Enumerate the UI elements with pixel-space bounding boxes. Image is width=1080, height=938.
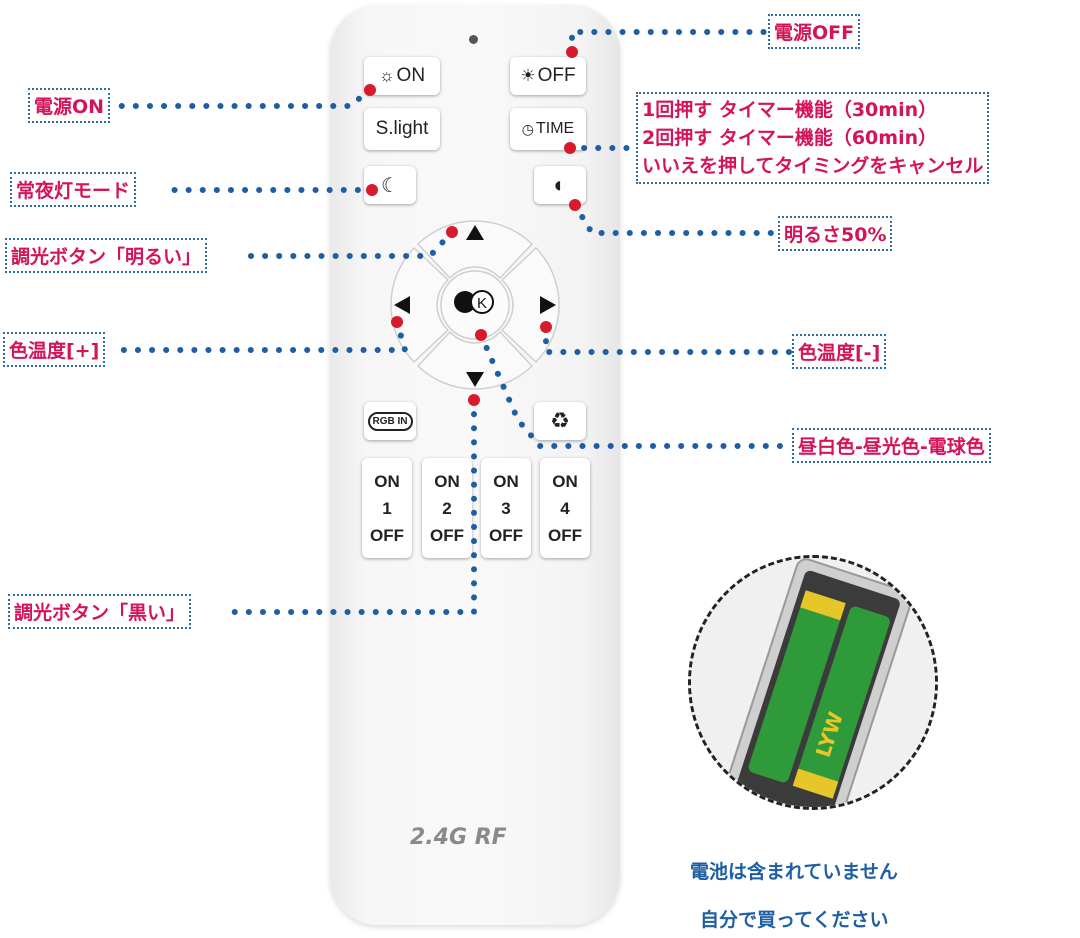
callout-night-light: 常夜灯モード — [10, 172, 137, 207]
channel-2-num: 2 — [442, 498, 452, 518]
marker-night-light — [366, 184, 378, 196]
channel-1-on: ON — [374, 471, 400, 491]
channel-1-num: 1 — [382, 498, 392, 518]
callout-timer-line-2: 2回押す タイマー機能（60min） — [642, 127, 938, 149]
channel-3-on: ON — [493, 471, 519, 491]
line-dim-dark — [225, 397, 477, 615]
line-color-temp-minus — [543, 324, 795, 355]
channel-1-off: OFF — [370, 525, 404, 545]
battery-compartment-zoom: LYW — [688, 555, 938, 810]
right-arrow-icon — [540, 296, 556, 314]
up-arrow-icon — [466, 225, 484, 240]
half-sun-icon: ◐ — [553, 172, 567, 197]
line-power-on — [115, 87, 373, 109]
channel-3-off: OFF — [489, 525, 523, 545]
off-button[interactable]: ☀ OFF — [510, 57, 586, 95]
channel-4-on: ON — [552, 471, 578, 491]
line-color-cycle — [478, 332, 795, 449]
callout-dim-dark: 調光ボタン「黒い」 — [8, 594, 192, 629]
channel-1-button[interactable]: ON 1 OFF — [362, 458, 412, 558]
marker-dim-bright — [446, 226, 458, 238]
callout-color-cycle: 昼白色-昼光色-電球色 — [792, 428, 991, 463]
marker-dim-dark — [468, 394, 480, 406]
channel-2-on: ON — [434, 471, 460, 491]
timer-button[interactable]: ◷ TIME — [510, 108, 586, 150]
channel-2-off: OFF — [430, 525, 464, 545]
callout-dim-bright: 調光ボタン「明るい」 — [5, 238, 208, 273]
moon-star-icon: ☾ — [381, 174, 399, 197]
clock-icon: ◷ — [521, 120, 534, 137]
callout-color-temp-minus: 色温度[-] — [792, 334, 887, 369]
battery-note-line-2: 自分で買ってください — [700, 909, 889, 931]
line-power-off — [569, 29, 771, 55]
callout-color-temp-plus: 色温度[+] — [3, 332, 106, 367]
dpad-down-button[interactable] — [416, 330, 534, 390]
dpad-left-button[interactable] — [390, 246, 450, 364]
dpad: K — [390, 220, 560, 390]
battery-left — [748, 591, 845, 783]
recycle-icon: ♻ — [550, 408, 570, 433]
callout-power-off: 電源OFF — [768, 14, 861, 49]
channel-4-button[interactable]: ON 4 OFF — [540, 458, 590, 558]
channel-4-num: 4 — [560, 498, 570, 518]
down-arrow-icon — [466, 372, 484, 387]
remote-brand-label: 2.4G RF — [410, 825, 507, 850]
marker-color-temp-plus — [391, 316, 403, 328]
marker-brightness-50 — [569, 199, 581, 211]
channel-3-num: 3 — [501, 498, 511, 518]
k-filled-circle-icon — [454, 291, 476, 313]
marker-color-temp-minus — [540, 321, 552, 333]
channel-2-button[interactable]: ON 2 OFF — [422, 458, 472, 558]
left-arrow-icon — [394, 296, 410, 314]
battery-right — [794, 606, 890, 798]
slight-button[interactable]: S.light — [364, 108, 440, 150]
sun-outline-icon: ☼ — [378, 66, 395, 85]
callout-timer-line-1: 1回押す タイマー機能（30min） — [642, 99, 938, 121]
line-color-temp-plus — [118, 319, 409, 353]
callout-brightness-50: 明るさ50% — [778, 216, 893, 251]
color-cycle-button[interactable]: ♻ — [534, 402, 586, 440]
k-outline-circle-icon — [470, 290, 494, 314]
marker-timer — [564, 142, 576, 154]
dpad-up-button[interactable] — [416, 220, 534, 280]
rgb-label: RGB IN — [367, 411, 413, 431]
callout-timer: 1回押す タイマー機能（30min） 2回押す タイマー機能（60min） いい… — [636, 92, 990, 184]
sun-filled-icon: ☀ — [520, 66, 536, 85]
ir-emitter — [469, 35, 478, 44]
k-label: K — [477, 295, 487, 312]
rgb-button[interactable]: RGB IN — [364, 402, 416, 440]
callout-timer-line-3: いいえを押してタイミングをキャンセル — [642, 155, 984, 177]
marker-color-cycle — [475, 329, 487, 341]
channel-3-button[interactable]: ON 3 OFF — [481, 458, 531, 558]
callout-power-on: 電源ON — [28, 88, 111, 123]
battery-illustration: LYW — [691, 558, 935, 807]
brightness-50-button[interactable]: ◐ — [534, 166, 586, 204]
on-button-label: ON — [396, 65, 426, 86]
marker-power-on — [364, 84, 376, 96]
line-dim-bright — [243, 229, 455, 259]
marker-power-off — [566, 46, 578, 58]
slight-button-label: S.light — [375, 118, 429, 139]
dpad-right-button[interactable] — [500, 246, 560, 364]
on-button[interactable]: ☼ ON — [364, 57, 440, 95]
off-button-label: OFF — [537, 65, 576, 86]
line-brightness-50 — [572, 202, 781, 236]
channel-4-off: OFF — [548, 525, 582, 545]
battery-note-line-1: 電池は含まれていません — [690, 861, 898, 883]
timer-button-label: TIME — [536, 120, 575, 137]
